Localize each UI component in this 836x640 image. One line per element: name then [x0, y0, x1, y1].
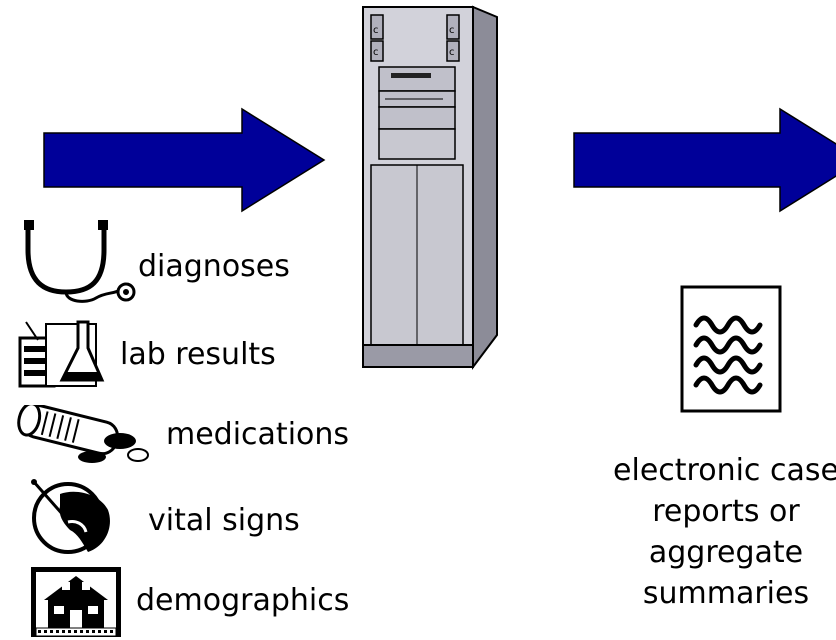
house-icon [31, 567, 121, 637]
output-line: aggregate [648, 535, 804, 570]
output-line: summaries [642, 576, 810, 611]
input-label: demographics [136, 583, 350, 618]
server-tower-icon: c c c c [362, 5, 498, 370]
hand-pulse-icon [31, 479, 110, 554]
lab-flask-icon [18, 320, 105, 388]
input-arrow [43, 107, 326, 213]
input-label: lab results [120, 337, 276, 372]
svg-text:c: c [449, 47, 455, 58]
document-icon [680, 285, 782, 413]
pill-bottle-icon [17, 405, 149, 463]
input-label: diagnoses [138, 249, 290, 284]
input-label: vital signs [148, 503, 300, 538]
stethoscope-icon [24, 220, 136, 303]
svg-text:c: c [373, 47, 379, 58]
output-arrow [573, 107, 836, 213]
input-label: medications [166, 417, 350, 452]
svg-text:c: c [449, 25, 455, 36]
svg-text:c: c [373, 25, 379, 36]
output-caption: electronic case reports or aggregate sum… [596, 450, 836, 614]
output-line: electronic case [613, 453, 836, 488]
output-line: reports or [652, 494, 800, 529]
